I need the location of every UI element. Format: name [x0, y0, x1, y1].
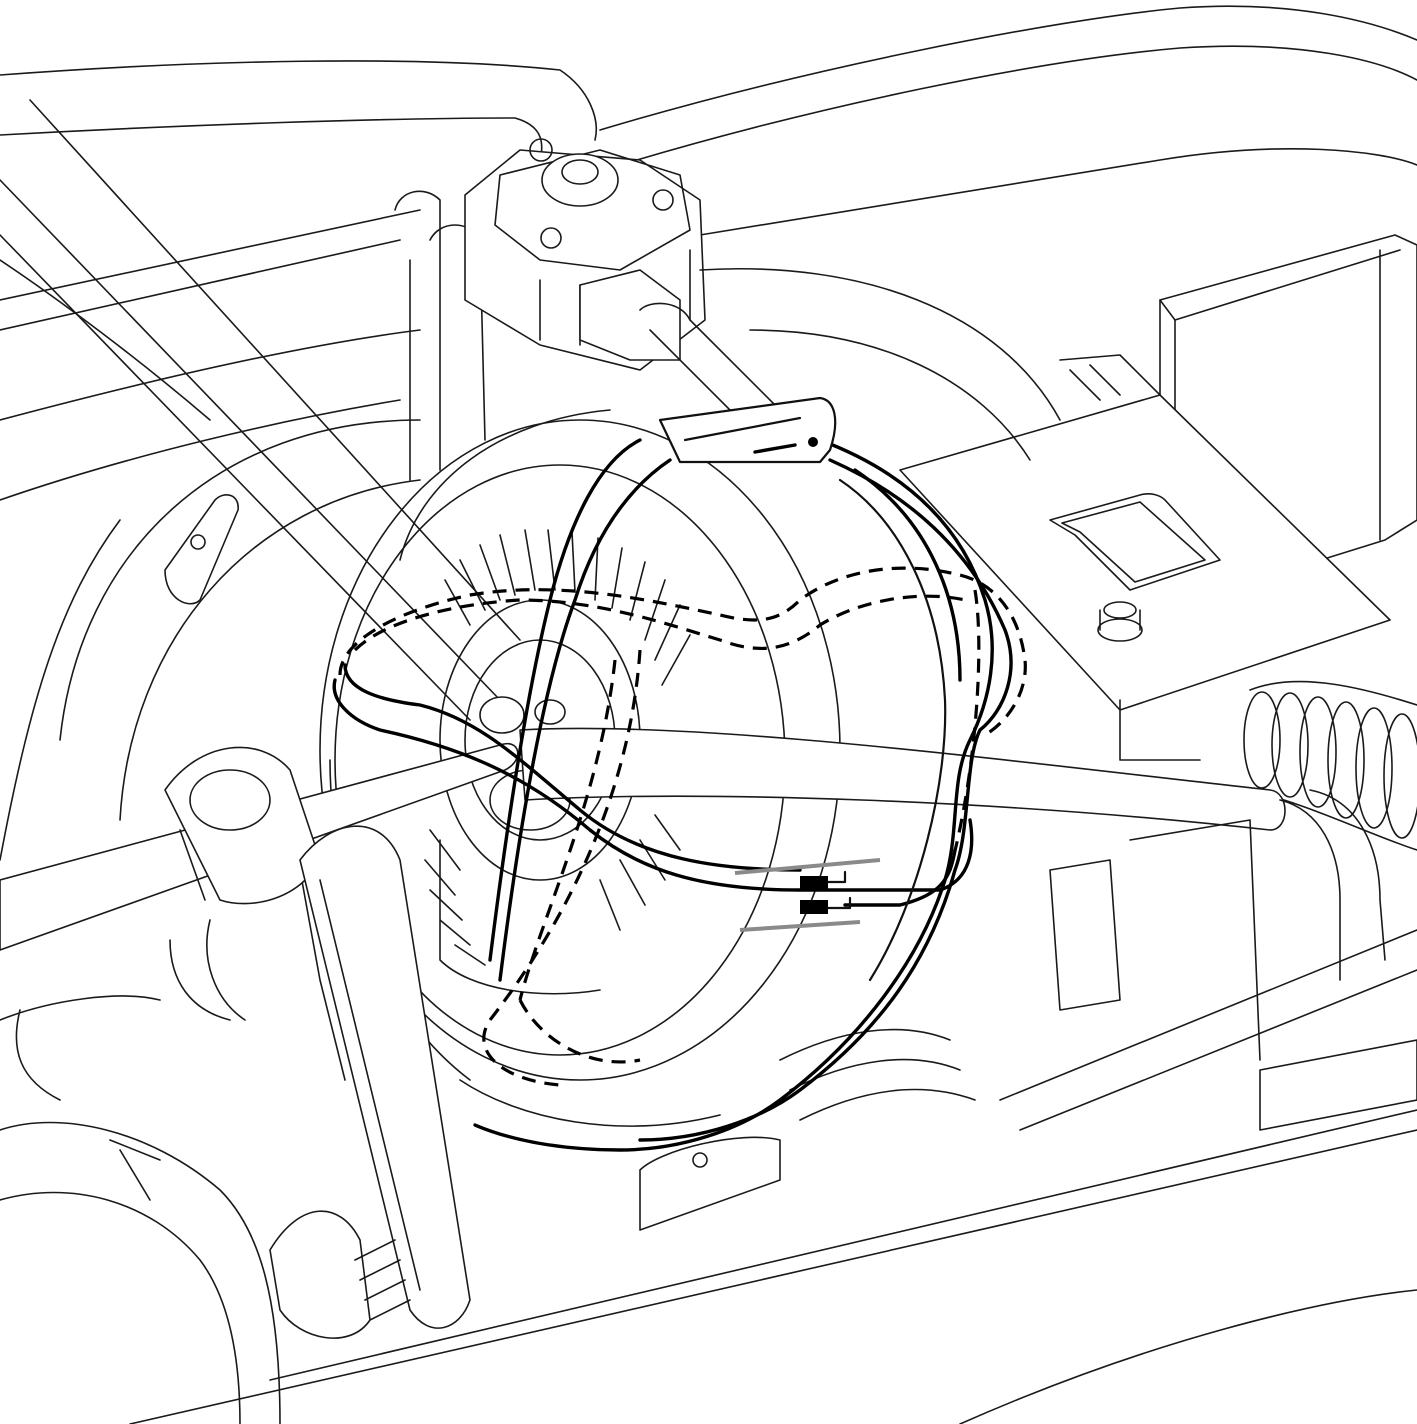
shock-absorber: [169, 825, 471, 1339]
cross-brace-tube: [0, 727, 1286, 951]
drive-housing: [0, 267, 1061, 861]
connector-plug-pair: [734, 858, 881, 932]
motor-mount-plate: [899, 354, 1391, 761]
lower-chassis-rail: [0, 819, 1417, 1424]
filter-cap-assembly: [464, 138, 793, 445]
crossbar-tube: [999, 789, 1417, 1131]
wheel-well: [0, 1121, 281, 1424]
roll-cage-tubes: [0, 99, 521, 721]
hanging-cable-loop-dashed: [338, 566, 1027, 1087]
upper-body-panel: [0, 5, 1417, 501]
inner-rim-spokes: [424, 529, 691, 995]
top-mounting-clip: [658, 396, 837, 464]
hanging-cable-loop-solid: [332, 438, 1013, 1152]
corrugated-hose: [1243, 680, 1417, 851]
